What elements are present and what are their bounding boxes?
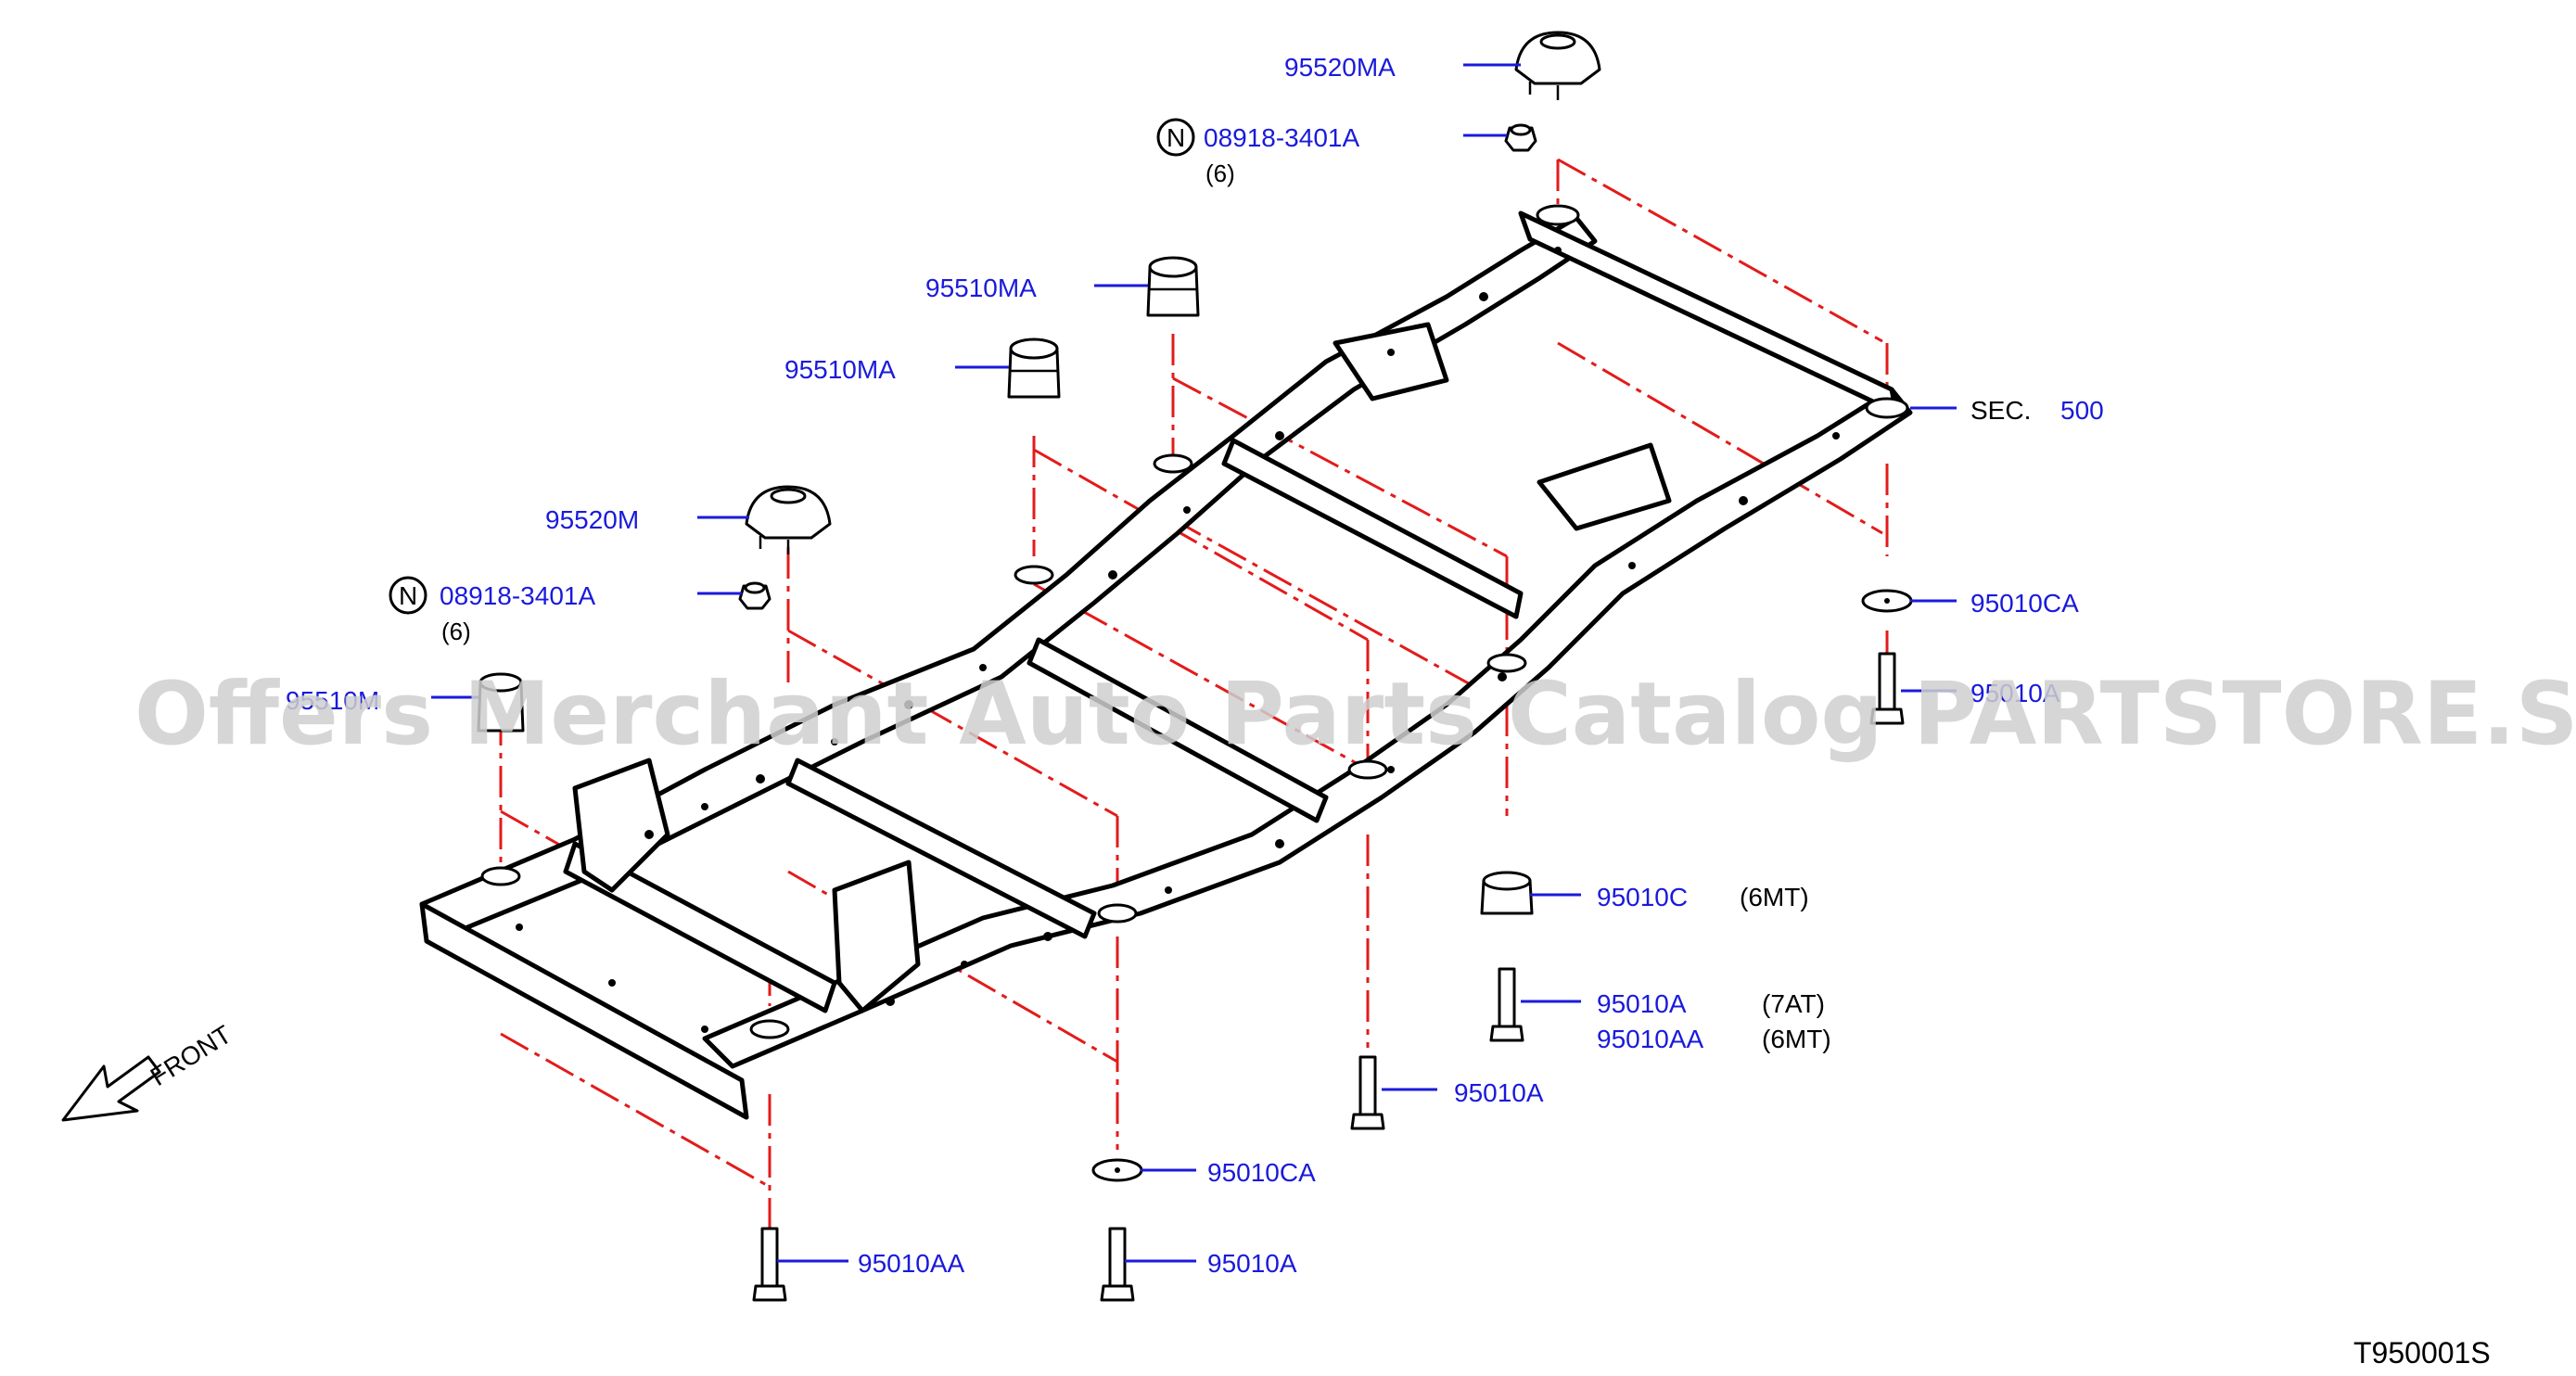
label-08918-left: 08918-3401A [440, 581, 595, 610]
crossmember-4 [563, 841, 837, 1013]
front-left-tower [572, 758, 670, 893]
bushing-left-partial-shape [477, 672, 525, 733]
bolt-95010a-right-shape [1869, 652, 1905, 725]
bolt-95010aa-bottom-shape [752, 1227, 787, 1302]
label-95510ma-2: 95510MA [784, 355, 896, 384]
label-95010a-low: 95010A [1454, 1078, 1544, 1107]
n-symbol-top-letter: N [1167, 123, 1185, 152]
front-direction-arrow: FRONT [61, 1020, 236, 1122]
label-95010ca-bottom: 95010CA [1207, 1158, 1316, 1187]
label-95010a-right: 95010A [1970, 679, 2060, 707]
nut-top-shape [1504, 123, 1537, 152]
bolt-95010a-bottom-shape [1100, 1227, 1135, 1302]
right-side-rail [702, 387, 1913, 1069]
crossmember-1 [1221, 438, 1524, 619]
diagram-id: T950001S [2353, 1336, 2491, 1370]
front-right-tower [832, 860, 921, 1013]
rear-left-bracket [1333, 322, 1449, 401]
label-95010aa-mid: 95010AA [1597, 1025, 1704, 1053]
n-symbol-left [389, 576, 427, 615]
label-sec-500-link[interactable]: 500 [2060, 396, 2104, 425]
qty-left: (6) [441, 618, 471, 645]
bushing-95510ma-2-shape [1007, 338, 1061, 399]
label-95510m-partial: 95510M [286, 686, 379, 715]
label-08918-top: 08918-3401A [1204, 123, 1359, 152]
leader-lines [431, 63, 1957, 1263]
washer-95010ca-bottom-shape [1091, 1158, 1143, 1182]
crossmember-2 [1027, 637, 1329, 823]
bolt-95010a-low-shape [1350, 1055, 1385, 1130]
nut-left-shape [738, 581, 772, 610]
label-95520ma: 95520MA [1284, 53, 1396, 82]
label-95010a-bottom: 95010A [1207, 1249, 1297, 1278]
washer-95010ca-right-shape [1861, 589, 1913, 613]
label-95520m: 95520M [545, 505, 639, 534]
watermark-text: Offers Merchant Auto Parts Catalog PARTS… [134, 664, 2576, 765]
left-side-rail [419, 215, 1598, 939]
n-symbol-left-letter: N [399, 581, 417, 610]
note-95010c-6mt: (6MT) [1740, 883, 1809, 911]
label-front: FRONT [146, 1020, 236, 1091]
n-symbol-top [1156, 118, 1195, 157]
qty-top: (6) [1205, 159, 1235, 187]
label-sec: SEC. [1970, 396, 2031, 425]
label-95010c: 95010C [1597, 883, 1688, 911]
note-7at: (7AT) [1762, 989, 1825, 1018]
label-95510ma-1: 95510MA [925, 274, 1037, 302]
bushing-95510ma-1-shape [1146, 256, 1200, 317]
cushion-95010c-shape [1480, 871, 1534, 915]
chassis-frame [419, 204, 1913, 1120]
label-95010ca-right: 95010CA [1970, 589, 2079, 618]
rear-right-bracket [1537, 442, 1672, 531]
frame-holes [516, 247, 1840, 1033]
mount-insulator-95520ma-shape [1514, 31, 1601, 100]
bolt-95010a-mid-shape [1489, 967, 1524, 1042]
label-95010a-mid: 95010A [1597, 989, 1687, 1018]
crossmember-3 [785, 758, 1097, 939]
front-crossmember [419, 901, 749, 1120]
mount-pads [480, 204, 1909, 1039]
mount-insulator-95520m-shape [745, 485, 832, 554]
note-6mt: (6MT) [1762, 1025, 1831, 1053]
label-95010aa-bottom: 95010AA [858, 1249, 965, 1278]
